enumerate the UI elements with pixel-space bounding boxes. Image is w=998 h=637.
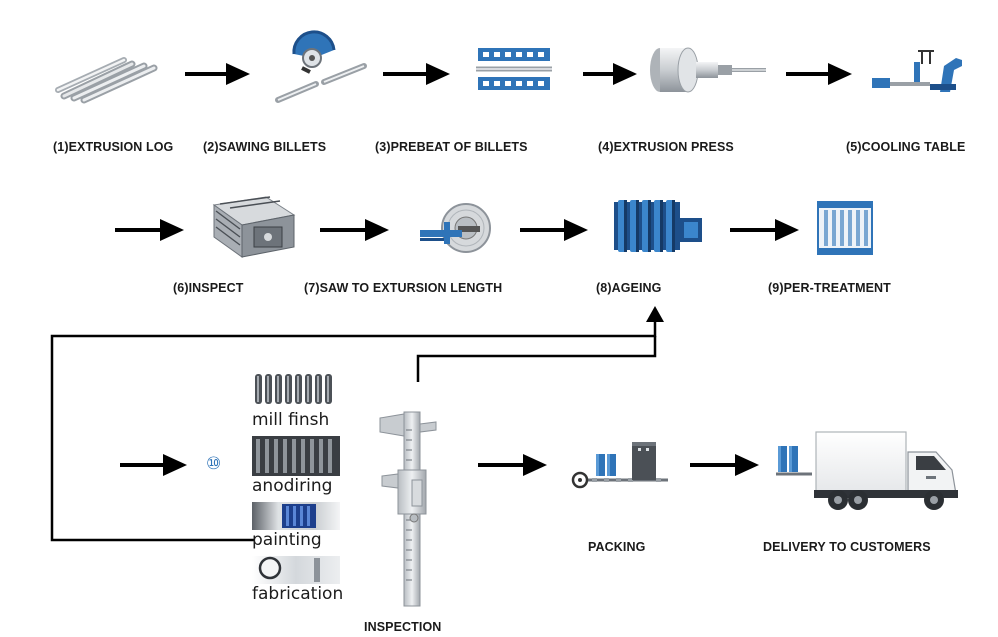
step-3-label: (3)PREBEAT OF BILLETS bbox=[375, 140, 528, 154]
ageing-oven-icon bbox=[614, 200, 702, 252]
delivery-truck-icon bbox=[776, 431, 958, 510]
anodizing-swatch bbox=[252, 436, 340, 476]
step-5-label: (5)COOLING TABLE bbox=[846, 140, 966, 154]
arrow-inspection-packing bbox=[478, 454, 547, 476]
extrusion-press-icon bbox=[650, 47, 766, 93]
arrow-packing-delivery bbox=[690, 454, 759, 476]
step-6-label: (6)INSPECT bbox=[173, 281, 244, 295]
arrow-5-6 bbox=[115, 219, 184, 241]
packing-icon bbox=[571, 442, 668, 489]
step-10-marker: ⑩ bbox=[206, 454, 222, 474]
finish-fabrication-label: fabrication bbox=[252, 584, 344, 604]
inspection-return-line bbox=[416, 336, 657, 382]
arrow-7-8 bbox=[520, 219, 588, 241]
arrow-4-5 bbox=[786, 63, 852, 85]
finish-mill-label: mill finsh bbox=[252, 410, 330, 430]
inspection-label: INSPECTION bbox=[364, 620, 442, 634]
arrow-2-3 bbox=[383, 63, 450, 85]
cooling-table-icon bbox=[872, 50, 962, 92]
arrow-3-4 bbox=[583, 63, 637, 85]
billet-furnace-icon bbox=[476, 48, 552, 90]
pretreatment-rack-icon bbox=[817, 201, 873, 255]
finish-painting-label: painting bbox=[252, 530, 322, 550]
arrow-1-2 bbox=[185, 63, 250, 85]
packing-label: PACKING bbox=[588, 540, 646, 554]
mill-finish-swatch bbox=[252, 370, 340, 408]
delivery-label: DELIVERY TO CUSTOMERS bbox=[763, 540, 931, 554]
step-8-label: (8)AGEING bbox=[596, 281, 662, 295]
step-1-label: (1)EXTRUSION LOG bbox=[53, 140, 174, 154]
step-7-label: (7)SAW TO EXTURSION LENGTH bbox=[304, 281, 503, 295]
step-4-label: (4)EXTRUSION PRESS bbox=[598, 140, 734, 154]
aluminium-profile-icon bbox=[212, 196, 296, 258]
finishing-options: mill finsh anodiring painting fabricatio… bbox=[250, 370, 358, 610]
caliper-icon bbox=[379, 411, 437, 607]
step-9-label: (9)PER-TREATMENT bbox=[768, 281, 891, 295]
saw-icon bbox=[275, 30, 367, 103]
arrow-6-7 bbox=[320, 219, 389, 241]
loop-line-to-ageing bbox=[50, 306, 664, 542]
arrow-to-10 bbox=[120, 454, 187, 476]
fabrication-swatch bbox=[252, 556, 340, 584]
finish-anodizing-label: anodiring bbox=[252, 476, 333, 496]
extrusion-log-icon bbox=[55, 57, 158, 104]
painting-swatch bbox=[252, 502, 340, 530]
cutting-saw-icon bbox=[420, 203, 491, 253]
step-2-label: (2)SAWING BILLETS bbox=[203, 140, 327, 154]
arrow-8-9 bbox=[730, 219, 799, 241]
